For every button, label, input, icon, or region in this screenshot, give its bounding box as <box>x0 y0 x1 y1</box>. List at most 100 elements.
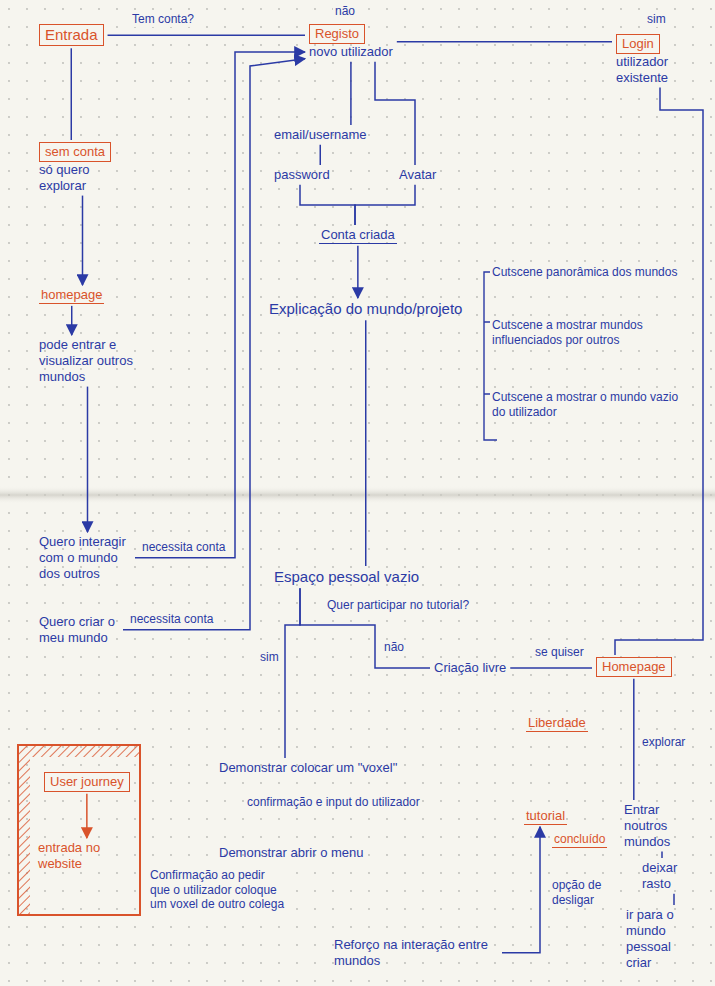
flow-step: deixar rasto <box>638 858 710 894</box>
edge-label: Tem conta? <box>130 12 196 27</box>
step-text: homepage <box>39 287 104 304</box>
flow-step: Liberdade <box>522 713 592 734</box>
edge-label: não <box>382 640 406 655</box>
step-text: entrada no website <box>38 840 128 872</box>
step-text: tutorial <box>524 808 567 825</box>
flow-connector <box>510 667 592 669</box>
flow-connector <box>86 794 88 838</box>
flow-step: Quero interagir com o mundo dos outros <box>35 532 135 584</box>
flow-connector <box>365 320 367 566</box>
step-text: Quero criar o meu mundo <box>39 614 119 646</box>
flow-step: entrada no website <box>34 838 132 874</box>
flow-connector <box>397 41 612 43</box>
flow-step: Demonstrar colocar um "voxel" <box>215 758 401 778</box>
flow-step: Entrada <box>35 22 108 48</box>
flow-step: Demonstrar abrir o menu <box>215 843 368 863</box>
flow-connector <box>357 246 359 298</box>
flow-connector <box>673 894 675 905</box>
flow-step: Conta criada <box>315 225 401 246</box>
flow-step: Avatar <box>395 165 440 185</box>
step-text: criar <box>626 955 704 971</box>
step-text: Entrar noutros mundos <box>624 802 700 850</box>
step-text: email/username <box>274 127 367 143</box>
step-text: Demonstrar abrir o menu <box>219 845 364 861</box>
step-text: Avatar <box>399 167 436 183</box>
step-text: utilizador existente <box>616 54 698 86</box>
flow-connector <box>375 62 415 165</box>
step-text: User journey <box>44 772 130 792</box>
flow-connector <box>300 185 355 225</box>
note-text: Quer participar no tutorial? <box>325 598 471 613</box>
legend-frame <box>18 745 140 915</box>
flow-step: User journey <box>40 770 134 794</box>
note-text: não <box>333 4 357 19</box>
edge-label: necessita conta <box>140 540 227 555</box>
flow-step: pode entrar e visualizar outros mundos <box>35 335 140 387</box>
flow-connector <box>71 306 73 335</box>
flow-connector <box>108 34 305 36</box>
step-text: novo utilizador <box>309 44 393 60</box>
flow-step: Loginutilizador existente <box>612 32 702 88</box>
step-text: Conta criada <box>319 227 397 244</box>
flow-step: Criação livre <box>430 658 510 678</box>
edge-label: necessita conta <box>128 612 215 627</box>
flow-step: Explicação do mundo/projeto <box>265 298 466 320</box>
flow-connector <box>615 88 703 655</box>
step-text: Espaço pessoal vazio <box>274 568 419 586</box>
step-text: sem conta <box>39 142 111 162</box>
flow-step: Quero criar o meu mundo <box>35 612 123 648</box>
edge-label: opção de desligar <box>550 878 616 907</box>
note-text: confirmação e input do utilizador <box>245 795 422 810</box>
step-text: só quero explorar <box>39 162 126 194</box>
step-text: Liberdade <box>526 715 588 732</box>
flow-step: Registonovo utilizador <box>305 22 397 62</box>
note-text: Cutscene a mostrar o mundo vazio do util… <box>490 390 684 419</box>
note-text: Confirmação ao pedir que o utilizador co… <box>148 868 287 912</box>
step-text: pode entrar e visualizar outros mundos <box>39 337 136 385</box>
step-text: Quero interagir com o mundo dos outros <box>39 534 131 582</box>
flow-step: ir para o mundo pessoalcriar <box>622 905 708 972</box>
page-fold <box>0 486 715 504</box>
flow-connector <box>123 59 305 630</box>
flow-connector <box>82 196 84 285</box>
flow-connector <box>502 827 540 953</box>
note-text: concluído <box>552 832 607 848</box>
flow-connector <box>350 62 352 125</box>
edge-label: sim <box>258 650 281 665</box>
step-text: Explicação do mundo/projeto <box>269 300 462 318</box>
edge-label: explorar <box>640 735 687 750</box>
flow-step: email/username <box>270 125 371 145</box>
flow-step: homepage <box>35 285 108 306</box>
flow-step: Homepage <box>592 655 676 679</box>
flow-step: sem contasó quero explorar <box>35 140 130 196</box>
step-text: Reforço na interação entre mundos <box>334 937 498 969</box>
flow-step: password <box>270 165 334 185</box>
step-text: password <box>274 167 330 183</box>
flow-step: Reforço na interação entre mundos <box>330 935 502 971</box>
flow-connector <box>71 48 73 140</box>
flow-connector <box>87 387 89 532</box>
step-text: deixar rasto <box>642 860 706 892</box>
step-text: Registo <box>309 24 365 44</box>
flow-step: tutorial <box>520 806 571 827</box>
step-text: ir para o mundo pessoal <box>626 907 704 955</box>
flow-connector <box>320 145 322 165</box>
flow-connector <box>661 852 663 858</box>
flow-connector <box>355 185 415 225</box>
step-text: Login <box>616 34 660 54</box>
flow-connector <box>285 588 300 758</box>
legend-hatching <box>18 745 140 915</box>
flow-step: Espaço pessoal vazio <box>270 566 423 588</box>
step-text: Demonstrar colocar um "voxel" <box>219 760 397 776</box>
step-text: Criação livre <box>434 660 506 676</box>
step-text: Homepage <box>596 657 672 677</box>
note-text: Cutscene a mostrar mundos influenciados … <box>490 318 684 347</box>
flow-step: Entrar noutros mundos <box>620 800 704 852</box>
flow-connector <box>633 679 635 800</box>
step-text: Entrada <box>39 24 104 46</box>
note-text: Cutscene panorâmica dos mundos <box>490 265 679 280</box>
note-text: sim <box>645 12 668 27</box>
edge-label: se quiser <box>533 645 586 660</box>
